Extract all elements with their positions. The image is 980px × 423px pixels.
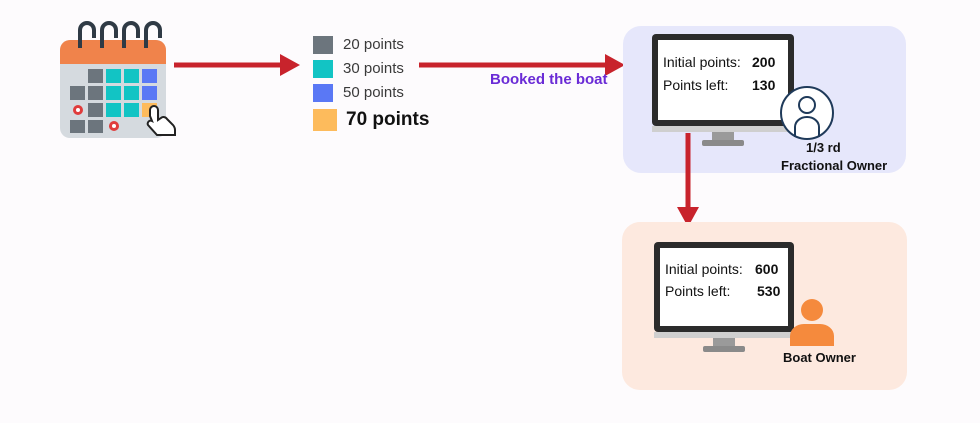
initial-points-value: 200 (752, 54, 776, 70)
points-left-value: 530 (757, 283, 781, 299)
legend-swatch (313, 60, 333, 78)
points-left-label: Points left: (665, 283, 731, 299)
initial-points-value: 600 (755, 261, 779, 277)
flow-arrow-2 (419, 52, 629, 78)
legend-label: 30 points (343, 60, 404, 77)
monitor-icon (654, 242, 794, 356)
flow-arrow-1 (174, 52, 304, 78)
initial-points-label: Initial points: (665, 261, 743, 277)
boat-owner-avatar-icon (788, 298, 836, 346)
calendar-icon (58, 16, 183, 141)
fractional-owner-label: Fractional Owner (781, 158, 888, 173)
legend-total-label: 70 points (346, 109, 430, 130)
legend-swatch (313, 36, 333, 54)
legend-swatch (313, 84, 333, 102)
hand-pointer-icon (146, 105, 177, 136)
points-left-label: Points left: (663, 77, 729, 93)
legend-label: 20 points (343, 36, 404, 53)
booked-boat-label: Booked the boat (490, 71, 608, 88)
fractional-owner-avatar-icon (779, 85, 835, 141)
legend-swatch (313, 109, 337, 131)
points-left-value: 130 (752, 77, 776, 93)
boat-owner-label: Boat Owner (783, 350, 856, 365)
fraction-share-label: 1/3 rd (806, 140, 841, 155)
initial-points-label: Initial points: (663, 54, 741, 70)
flow-arrow-3 (675, 133, 701, 229)
legend-label: 50 points (343, 84, 404, 101)
monitor-icon (652, 34, 794, 150)
